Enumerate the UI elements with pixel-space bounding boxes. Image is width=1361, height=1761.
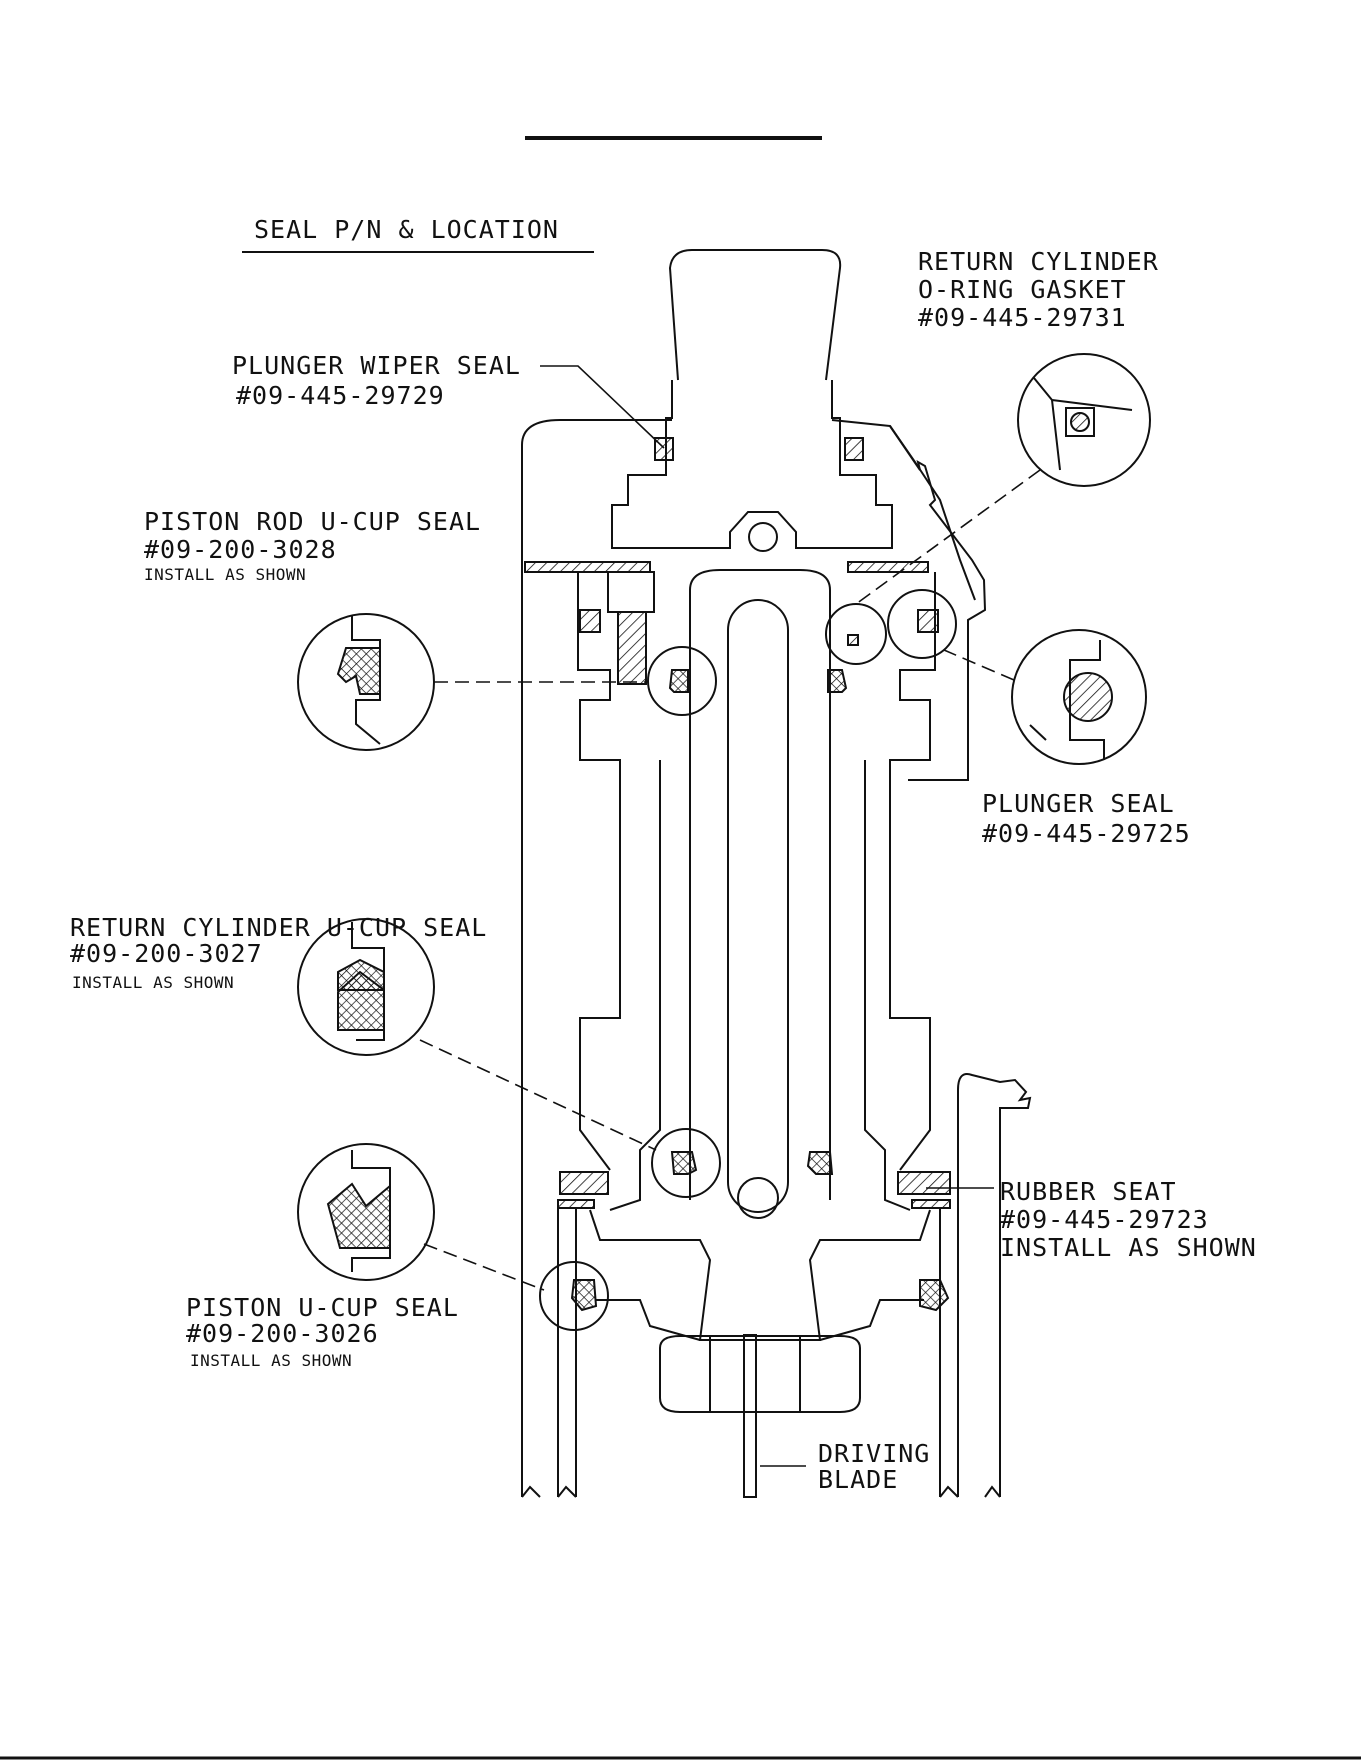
- piston-nose: [659, 1335, 861, 1413]
- label-return-cylinder: RETURN CYLINDER: [918, 247, 1159, 276]
- callout-return-cylinder-oring-gasket: RETURN CYLINDER O-RING GASKET #09-445-29…: [918, 247, 1159, 332]
- seat-band-right: [911, 1199, 951, 1209]
- rod-bore: [727, 599, 789, 1213]
- label-driving: DRIVING: [818, 1439, 930, 1468]
- label-oring-gasket-part: #09-445-29731: [918, 303, 1127, 332]
- label-rubber-seat-part: #09-445-29723: [1000, 1205, 1209, 1234]
- piston-rod: [689, 569, 831, 1200]
- leader-plunger-seal: [943, 649, 1015, 681]
- cylinder-cap-gasket: [524, 561, 651, 573]
- leader-wiper-seal: [540, 365, 665, 449]
- leader-return-ucup: [419, 1039, 657, 1151]
- label-rubber-seat-note: INSTALL AS SHOWN: [1000, 1233, 1257, 1262]
- rod-ucup-left: [668, 669, 689, 693]
- rubber-seat-left: [559, 1171, 609, 1195]
- piston-ucup-right: [919, 1279, 950, 1312]
- label-plunger-wiper-seal-part: #09-445-29729: [236, 381, 445, 410]
- callout-piston-ucup-seal: PISTON U-CUP SEAL #09-200-3026 INSTALL A…: [186, 1293, 459, 1370]
- detail-bubble-oring-gasket: [1017, 353, 1151, 487]
- driving-blade: [743, 1334, 757, 1498]
- plunger-head: [668, 249, 842, 381]
- label-rubber-seat: RUBBER SEAT: [1000, 1177, 1177, 1206]
- label-plunger-seal-part: #09-445-29725: [982, 819, 1191, 848]
- loc-circle-return-ucup: [651, 1128, 721, 1198]
- detail-bubble-plunger-seal: [1011, 629, 1147, 765]
- label-piston-rod-ucup-part: #09-200-3028: [144, 535, 337, 564]
- loc-circle-rod-ucup: [647, 646, 717, 716]
- callout-driving-blade: DRIVING BLADE: [818, 1439, 930, 1494]
- loc-circle-plunger-seal: [887, 589, 957, 659]
- piston-body: [589, 1209, 931, 1341]
- return-ucup-right: [806, 1151, 834, 1175]
- detail-bubble-piston-rod-ucup: [297, 613, 435, 751]
- plunger-oring-right: [917, 609, 939, 633]
- wiper-seal-right: [844, 437, 864, 461]
- detail-bubble-return-ucup: [297, 918, 435, 1056]
- lower-tube-right: [939, 1073, 1032, 1497]
- valve-ball: [748, 522, 778, 552]
- label-blade: BLADE: [818, 1465, 898, 1494]
- piston-ucup-left: [570, 1279, 598, 1312]
- leader-piston-ucup: [423, 1243, 545, 1291]
- cylinder-body-right: [889, 572, 936, 1171]
- cap-screw-thread: [617, 611, 647, 685]
- lower-tube-left: [557, 1208, 577, 1497]
- detail-bubble-piston-ucup: [297, 1143, 435, 1281]
- break-marks: [521, 1485, 1001, 1498]
- label-return-cylinder-ucup-note: INSTALL AS SHOWN: [72, 973, 234, 992]
- cylinder-body-left: [577, 572, 621, 1171]
- label-piston-ucup: PISTON U-CUP SEAL: [186, 1293, 459, 1322]
- label-plunger-wiper-seal: PLUNGER WIPER SEAL: [232, 351, 521, 380]
- tool-assembly: [521, 249, 1032, 1498]
- rod-ucup-right: [827, 669, 848, 693]
- callout-rubber-seat: RUBBER SEAT #09-445-29723 INSTALL AS SHO…: [1000, 1177, 1257, 1262]
- outer-housing: [521, 419, 976, 1497]
- label-piston-rod-ucup: PISTON ROD U-CUP SEAL: [144, 507, 481, 536]
- lower-cylinder-right: [864, 760, 911, 1211]
- plunger-body: [611, 380, 893, 520]
- return-gasket-small: [847, 634, 859, 646]
- leader-oring-gasket: [855, 469, 1041, 605]
- label-piston-ucup-note: INSTALL AS SHOWN: [190, 1351, 352, 1370]
- label-piston-rod-ucup-note: INSTALL AS SHOWN: [144, 565, 306, 584]
- callout-plunger-wiper-seal: PLUNGER WIPER SEAL #09-445-29729: [232, 351, 521, 410]
- valve-housing: [611, 511, 893, 549]
- label-return-cylinder-ucup-part: #09-200-3027: [70, 939, 263, 968]
- callout-piston-rod-ucup-seal: PISTON ROD U-CUP SEAL #09-200-3028 INSTA…: [144, 507, 481, 584]
- plunger-oring-left: [579, 609, 601, 633]
- cap-screw-head: [607, 571, 655, 613]
- label-plunger-seal: PLUNGER SEAL: [982, 789, 1175, 818]
- label-return-cylinder-ucup: RETURN CYLINDER U-CUP SEAL: [70, 913, 487, 942]
- return-ucup-left: [670, 1151, 698, 1175]
- callout-plunger-seal: PLUNGER SEAL #09-445-29725: [982, 789, 1191, 848]
- piston-skirt: [596, 1299, 924, 1341]
- rubber-seat-right: [897, 1171, 951, 1195]
- label-piston-ucup-part: #09-200-3026: [186, 1319, 379, 1348]
- housing-right-break: [889, 425, 987, 781]
- label-oring-gasket: O-RING GASKET: [918, 275, 1127, 304]
- rod-pin: [737, 1177, 779, 1219]
- cylinder-cap-gasket-right: [847, 561, 929, 573]
- seat-band-left: [557, 1199, 595, 1209]
- loc-circle-piston-ucup: [539, 1261, 609, 1331]
- loc-circle-oring-gasket: [825, 603, 887, 665]
- callout-return-cylinder-ucup-seal: RETURN CYLINDER U-CUP SEAL #09-200-3027 …: [70, 913, 487, 992]
- lower-cylinder-left: [609, 760, 661, 1211]
- header-title: SEAL P/N & LOCATION: [254, 215, 559, 244]
